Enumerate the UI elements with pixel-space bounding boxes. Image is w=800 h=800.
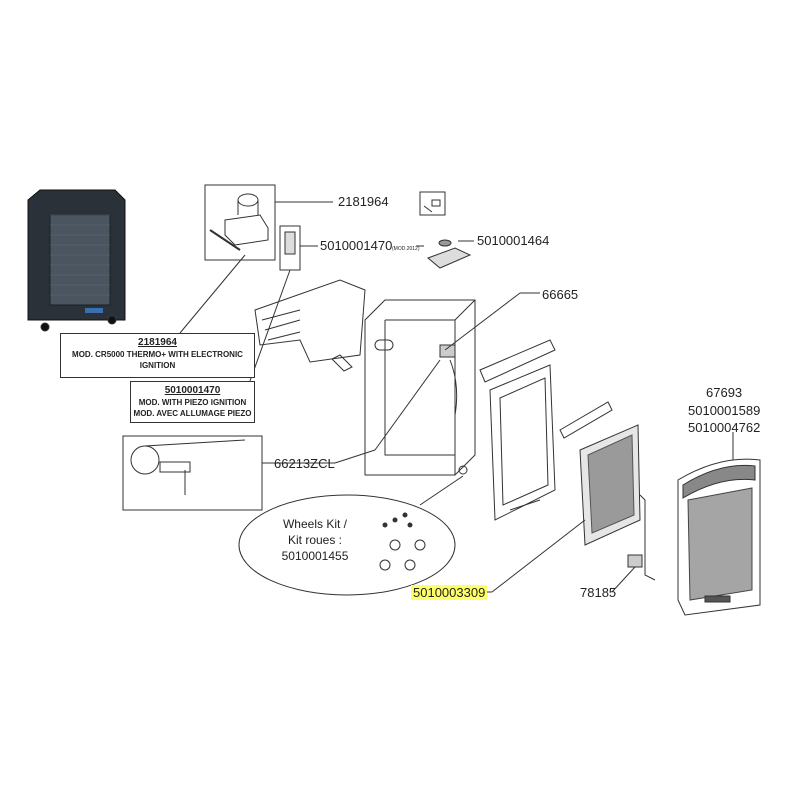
- label-67693: 67693: [706, 385, 743, 400]
- heater-photo: [27, 189, 126, 332]
- burner-grid: [559, 401, 641, 546]
- label-5010004762: 5010004762: [688, 420, 761, 435]
- back-panel: [254, 279, 366, 372]
- label-78185: 78185: [580, 585, 617, 600]
- mod-note: (MOD.2012): [392, 246, 420, 252]
- thermocouple-box: [122, 435, 263, 511]
- label-5010001464: 5010001464: [477, 233, 550, 248]
- label-2181964: 2181964: [338, 194, 389, 209]
- label-5010003309: 5010003309: [411, 585, 488, 600]
- note-box-piezo: 5010001470 MOD. WITH PIEZO IGNITION MOD.…: [130, 381, 255, 423]
- igniter-thumbnail: [419, 191, 446, 216]
- label-5010001589: 5010001589: [688, 403, 761, 418]
- igniter-part: [209, 193, 269, 251]
- heater-body: [364, 299, 476, 476]
- thermocouple-part: [130, 439, 246, 495]
- wheels-kit-ellipse: [238, 494, 456, 596]
- wheels-kit-label: Wheels Kit / Kit roues : 5010001455: [281, 517, 349, 563]
- label-66665: 66665: [542, 287, 579, 302]
- burner-plate-part: [427, 239, 472, 269]
- note-box-electronic: 2181964 MOD. CR5000 THERMO+ WITH ELECTRO…: [60, 333, 255, 378]
- label-5010001470: 5010001470: [320, 238, 393, 253]
- label-66213ZCL: 66213ZCL: [274, 456, 335, 471]
- side-panel: [479, 339, 556, 521]
- igniter-box: [204, 184, 276, 261]
- wheels-part: [379, 512, 426, 571]
- front-panel: [677, 458, 761, 616]
